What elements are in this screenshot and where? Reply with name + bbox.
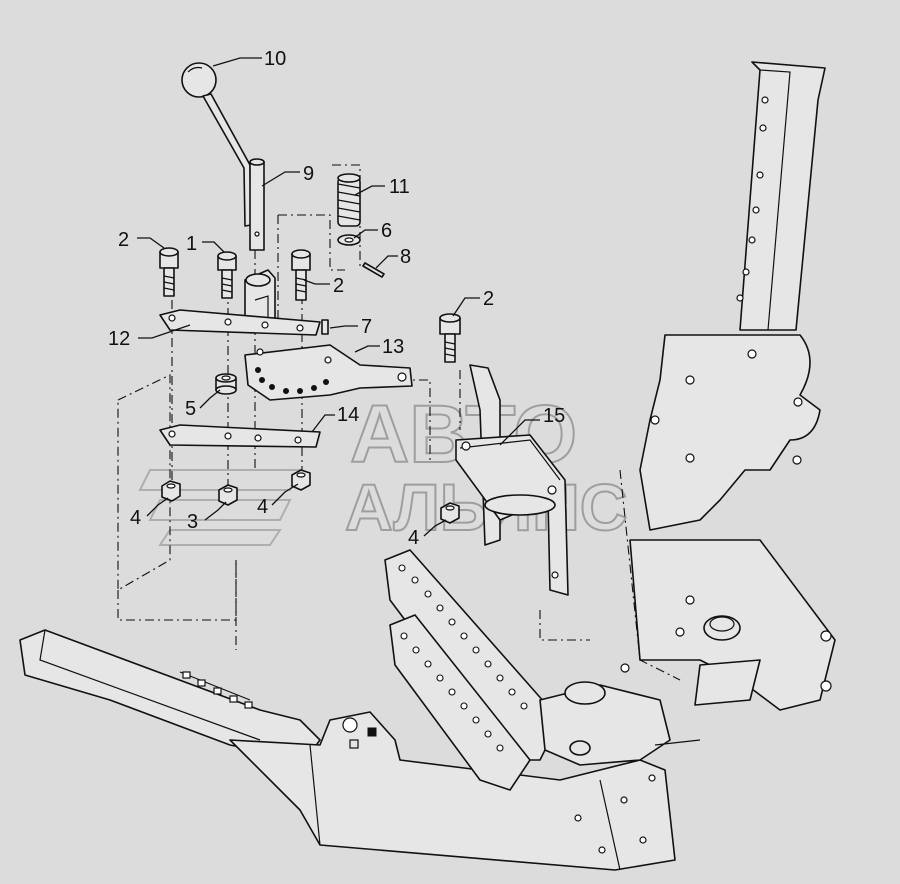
watermark-emblem bbox=[138, 469, 302, 546]
sector-13 bbox=[244, 344, 413, 401]
callout-3: 3 bbox=[187, 511, 198, 533]
callout-4-middle: 4 bbox=[257, 496, 268, 518]
bolt-2-middle bbox=[291, 249, 311, 301]
nut-4-left bbox=[161, 480, 181, 502]
bolt-2-right bbox=[439, 313, 461, 363]
callout-5: 5 bbox=[185, 398, 196, 420]
callout-4-right: 4 bbox=[408, 527, 419, 549]
lower-beam bbox=[19, 629, 321, 761]
callout-2-right: 2 bbox=[483, 288, 494, 310]
callout-9: 9 bbox=[303, 163, 314, 185]
callout-13: 13 bbox=[382, 336, 404, 358]
bolt-1 bbox=[217, 251, 237, 299]
bracket-15 bbox=[455, 364, 569, 596]
callout-6: 6 bbox=[381, 220, 392, 242]
nut-3 bbox=[218, 484, 238, 506]
central-hub bbox=[539, 681, 701, 766]
bushing-5 bbox=[215, 373, 237, 395]
callout-15: 15 bbox=[543, 405, 565, 427]
lever-rod bbox=[202, 93, 265, 251]
watermark-logo: АВТО АЛЬЯНС bbox=[138, 388, 628, 546]
callout-4-left: 4 bbox=[130, 507, 141, 529]
bolt-2-left bbox=[159, 247, 179, 297]
callout-labels: 10 9 11 6 8 2 1 2 2 7 12 13 5 14 15 4 3 … bbox=[108, 48, 565, 549]
callout-8: 8 bbox=[400, 246, 411, 268]
spring bbox=[337, 173, 361, 227]
callout-2-middle: 2 bbox=[333, 275, 344, 297]
nut-4-middle bbox=[291, 469, 311, 491]
callout-2-left: 2 bbox=[118, 229, 129, 251]
callout-12: 12 bbox=[108, 328, 130, 350]
plate-14 bbox=[159, 424, 321, 448]
plate-12 bbox=[159, 309, 321, 336]
callout-11: 11 bbox=[389, 176, 410, 198]
frame-column bbox=[619, 61, 836, 711]
callout-7: 7 bbox=[361, 316, 372, 338]
main-body bbox=[229, 711, 676, 871]
pin-7 bbox=[321, 319, 329, 335]
pin-8 bbox=[362, 262, 385, 278]
callout-14: 14 bbox=[337, 404, 359, 426]
shift-knob bbox=[181, 62, 217, 98]
callout-10: 10 bbox=[264, 48, 286, 70]
nut-4-right bbox=[440, 502, 460, 524]
perforated-arms bbox=[384, 549, 561, 791]
leader-lines bbox=[137, 57, 540, 537]
callout-1: 1 bbox=[186, 233, 197, 255]
